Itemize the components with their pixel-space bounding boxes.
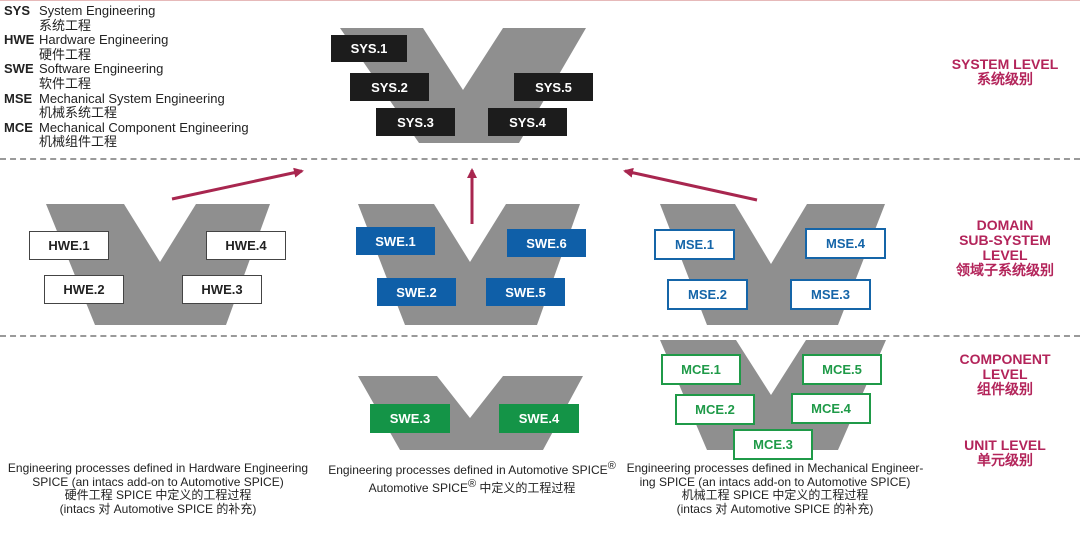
legend-row-hwe: HWE Hardware Engineering 硬件工程 <box>4 32 249 62</box>
box-mce-1: MCE.1 <box>661 354 741 385</box>
level-label-system: SYSTEM LEVEL 系统级别 <box>935 57 1075 87</box>
legend-en: System Engineering <box>39 3 156 18</box>
level-en-3: LEVEL <box>982 247 1028 263</box>
legend-abbr: HWE <box>4 32 35 48</box>
legend-en: Mechanical System Engineering <box>39 90 225 106</box>
level-en-1: DOMAIN <box>976 217 1034 233</box>
caption-line: Engineering processes defined in Hardwar… <box>7 461 309 475</box>
legend-zh: 机械系统工程 <box>39 105 118 121</box>
box-sys-2: SYS.2 <box>350 73 429 101</box>
box-swe-6: SWE.6 <box>507 229 586 257</box>
legend-en: Hardware Engineering <box>39 32 169 48</box>
caption-software: Engineering processes defined in Automot… <box>322 460 622 495</box>
box-swe-5: SWE.5 <box>486 278 565 306</box>
box-mse-4: MSE.4 <box>805 228 886 259</box>
caption-line: SPICE (an intacs add-on to Automotive SP… <box>32 474 284 489</box>
legend-row-sys: SYS System Engineering 系统工程 <box>4 3 249 33</box>
legend-row-mce: MCE Mechanical Component Engineering 机械组… <box>4 119 249 150</box>
caption-line: (intacs 对 Automotive SPICE 的补充) <box>676 501 874 516</box>
v-shape-swe <box>358 204 580 325</box>
box-hwe-4: HWE.4 <box>206 231 286 260</box>
box-hwe-3: HWE.3 <box>182 275 262 304</box>
top-border-line <box>0 0 1080 1</box>
caption-text: Engineering processes defined in Automot… <box>328 463 608 477</box>
box-swe-3: SWE.3 <box>370 404 450 433</box>
level-label-component: COMPONENT LEVEL 组件级别 <box>935 352 1075 397</box>
arrow-mse-to-system <box>623 167 758 202</box>
box-hwe-1: HWE.1 <box>29 231 109 260</box>
caption-line: 硬件工程 SPICE 中定义的工程过程 <box>64 488 252 502</box>
level-en: SYSTEM LEVEL <box>951 56 1059 72</box>
level-en-2: SUB-SYSTEM <box>959 232 1051 248</box>
caption-line: Engineering processes defined in Automot… <box>322 460 622 478</box>
abbreviation-legend: SYS System Engineering 系统工程 HWE Hardware… <box>4 3 249 150</box>
box-swe-2: SWE.2 <box>377 278 456 306</box>
level-zh: 单元级别 <box>977 452 1033 468</box>
registered-mark: ® <box>607 460 616 472</box>
legend-zh: 软件工程 <box>39 75 92 91</box>
level-zh: 系统级别 <box>977 71 1033 87</box>
box-mse-2: MSE.2 <box>667 279 748 310</box>
legend-abbr: SYS <box>4 3 31 18</box>
legend-en: Software Engineering <box>39 61 164 77</box>
caption-hardware: Engineering processes defined in Hardwar… <box>6 461 310 516</box>
level-en-2: LEVEL <box>982 366 1028 382</box>
box-swe-1: SWE.1 <box>356 227 435 255</box>
legend-abbr: SWE <box>4 61 34 77</box>
legend-zh: 硬件工程 <box>39 46 92 62</box>
registered-mark: ® <box>467 477 477 490</box>
level-zh: 领域子系统级别 <box>956 262 1054 278</box>
caption-mechanical: Engineering processes defined in Mechani… <box>625 461 925 516</box>
box-mse-3: MSE.3 <box>790 279 871 310</box>
caption-text: 中定义的工程过程 <box>476 480 576 495</box>
legend-zh: 机械组件工程 <box>39 134 118 150</box>
box-mse-1: MSE.1 <box>654 229 735 260</box>
level-en: UNIT LEVEL <box>964 437 1046 453</box>
legend-en: Mechanical Component Engineering <box>39 119 249 135</box>
box-mce-4: MCE.4 <box>791 393 871 424</box>
level-label-unit: UNIT LEVEL 单元级别 <box>935 438 1075 468</box>
legend-row-swe: SWE Software Engineering 软件工程 <box>4 62 249 91</box>
level-en-1: COMPONENT <box>959 351 1051 367</box>
legend-abbr: MCE <box>4 119 33 135</box>
legend-row-mse: MSE Mechanical System Engineering 机械系统工程 <box>4 90 249 121</box>
box-sys-1: SYS.1 <box>331 35 407 62</box>
caption-text: Automotive SPICE <box>368 480 468 495</box>
caption-line: Automotive SPICE® 中定义的工程过程 <box>322 478 622 496</box>
box-sys-5: SYS.5 <box>514 73 593 101</box>
level-label-domain: DOMAIN SUB-SYSTEM LEVEL 领域子系统级别 <box>935 218 1075 278</box>
box-mce-3: MCE.3 <box>733 429 813 460</box>
box-mce-5: MCE.5 <box>802 354 882 385</box>
separator-domain-component <box>0 335 1080 337</box>
box-sys-3: SYS.3 <box>376 108 455 136</box>
box-sys-4: SYS.4 <box>488 108 567 136</box>
box-mce-2: MCE.2 <box>675 394 755 425</box>
box-swe-4: SWE.4 <box>499 404 579 433</box>
v-shape-hwe <box>46 204 270 325</box>
box-hwe-2: HWE.2 <box>44 275 124 304</box>
caption-line: ing SPICE (an intacs add-on to Automotiv… <box>639 474 911 489</box>
legend-zh: 系统工程 <box>39 17 92 33</box>
separator-system-domain <box>0 158 1080 160</box>
caption-line: Engineering processes defined in Mechani… <box>626 461 924 475</box>
arrow-hwe-to-system <box>171 167 304 201</box>
caption-line: 机械工程 SPICE 中定义的工程过程 <box>681 488 869 502</box>
level-zh: 组件级别 <box>977 381 1033 397</box>
caption-line: (intacs 对 Automotive SPICE 的补充) <box>59 501 257 516</box>
legend-abbr: MSE <box>4 90 33 106</box>
